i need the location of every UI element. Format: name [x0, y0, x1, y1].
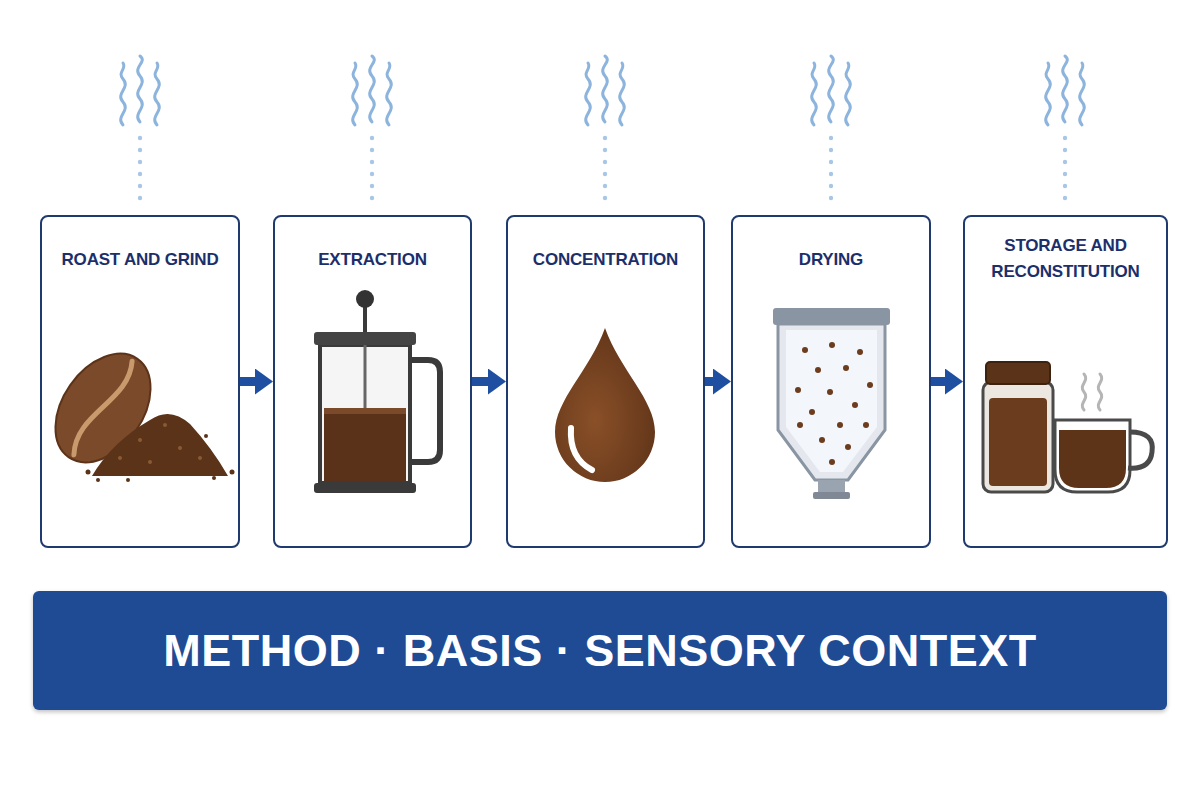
ground-particle — [138, 438, 142, 442]
ground-particle — [230, 470, 235, 475]
flow-arrow — [472, 377, 488, 386]
drop-highlight — [571, 428, 592, 470]
coffee-cup — [1055, 420, 1130, 492]
chamber-interior — [786, 330, 877, 472]
powder-particle — [829, 342, 835, 348]
step-title: ROAST AND GRIND — [42, 247, 238, 273]
step-title: EXTRACTION — [275, 247, 470, 273]
jar-lid — [986, 362, 1050, 384]
step-title: DRYING — [733, 247, 929, 273]
powder-particle — [829, 459, 835, 465]
powder-particle — [867, 382, 873, 388]
powder-particle — [797, 422, 803, 428]
powder-particle — [809, 409, 815, 415]
powder-particle — [819, 437, 825, 443]
dryer-top-cap — [773, 308, 890, 325]
bean-crease — [68, 360, 138, 455]
press-base — [314, 483, 416, 493]
step-title: CONCENTRATION — [508, 247, 703, 273]
steam-icon — [1046, 56, 1085, 200]
step-title: STORAGE AND RECONSTITUTION — [965, 233, 1166, 285]
ground-particle — [86, 470, 91, 475]
flow-arrow — [240, 377, 255, 386]
cup-handle — [1128, 432, 1152, 468]
steam-icon — [121, 56, 160, 200]
coffee-bean — [36, 336, 170, 480]
cup-steam — [1098, 374, 1101, 410]
steam-icon — [812, 56, 851, 200]
flow-arrow — [705, 377, 713, 386]
summary-band: METHOD · BASIS · SENSORY CONTEXT — [33, 591, 1167, 710]
plunger-rod — [364, 345, 367, 408]
powder-particle — [815, 367, 821, 373]
powder-particle — [863, 422, 869, 428]
powder-particle — [802, 347, 808, 353]
powder-particle — [795, 387, 801, 393]
flow-arrow — [931, 377, 945, 386]
ground-particle — [96, 478, 100, 482]
cup-steam — [1082, 374, 1085, 410]
brewed-coffee — [324, 408, 406, 481]
powder-particle — [852, 402, 858, 408]
cup-coffee — [1059, 430, 1126, 488]
process-step-box: EXTRACTION — [273, 215, 472, 548]
ground-particle — [204, 434, 208, 438]
powder-particle — [845, 444, 851, 450]
dryer-outlet-flange — [813, 492, 850, 499]
ground-particle — [212, 476, 216, 480]
ground-particle — [163, 423, 167, 427]
plunger-knob — [356, 290, 374, 308]
coffee-surface — [324, 408, 406, 414]
coffee-jar — [983, 382, 1053, 492]
steam-icon — [353, 56, 392, 200]
bean-body — [36, 336, 170, 480]
powder-particle — [843, 365, 849, 371]
ground-particle — [118, 456, 122, 460]
ground-particle — [178, 446, 182, 450]
powder-particle — [857, 349, 863, 355]
steam-icon — [586, 56, 625, 200]
powder-particle — [837, 422, 843, 428]
coffee-drop — [555, 328, 655, 482]
press-carafe — [320, 345, 410, 483]
jar-contents — [989, 398, 1047, 486]
powder-particle — [827, 389, 833, 395]
plunger-rod — [363, 302, 367, 408]
process-step-box: DRYING — [731, 215, 931, 548]
press-lid — [314, 332, 416, 345]
ground-coffee-pile — [92, 414, 228, 476]
spray-dryer-chamber — [778, 324, 885, 480]
dryer-outlet — [818, 480, 845, 493]
band-text: METHOD · BASIS · SENSORY CONTEXT — [163, 624, 1037, 678]
process-step-box: CONCENTRATION — [506, 215, 705, 548]
ground-particle — [198, 456, 202, 460]
process-step-box: ROAST AND GRIND — [40, 215, 240, 548]
ground-particle — [126, 478, 130, 482]
ground-particle — [148, 460, 152, 464]
process-step-box: STORAGE AND RECONSTITUTION — [963, 215, 1168, 548]
press-handle — [410, 360, 440, 462]
